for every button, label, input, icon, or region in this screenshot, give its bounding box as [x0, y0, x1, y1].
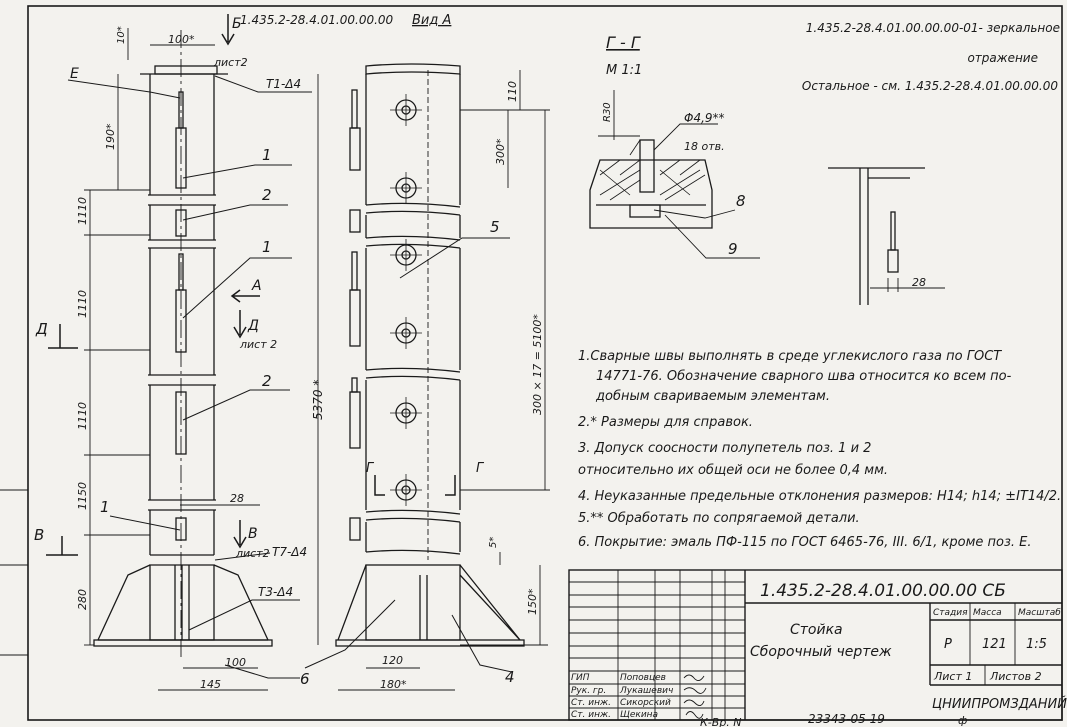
dim-180: 180* — [380, 678, 407, 691]
note-line: 5.** Обработать по сопрягаемой детали. — [578, 511, 860, 526]
section-scale: М 1:1 — [606, 63, 642, 78]
rest-reference: Остальное - см. 1.435.2-28.4.01.00.00.00 — [802, 79, 1058, 93]
label-b-left: В — [34, 526, 44, 544]
pos-9: 9 — [728, 240, 738, 258]
tb-sheet: Лист 1 — [933, 670, 972, 683]
tb-designation: 1.435.2-28.4.01.00.00.00 СБ — [760, 581, 1006, 601]
tb-role: Ст. инж. — [571, 710, 611, 720]
label-e: Е — [70, 66, 79, 82]
doc-ref-top: 1.435.2-28.4.01.00.00.00 — [240, 13, 394, 27]
side-elevation — [46, 14, 312, 691]
signature-marks — [683, 674, 707, 719]
weld-t1: Т1-Δ4 — [266, 77, 301, 91]
section-title: Г - Г — [606, 33, 641, 52]
note-line: 1.Сварные швы выполнять в среде углекисл… — [578, 349, 1002, 364]
label-g-right: Г — [476, 461, 485, 476]
footer-page: ф — [958, 714, 967, 727]
dim-chain: 300 × 17 = 5100* — [531, 314, 544, 415]
tb-org: ЦНИИПРОМЗДАНИЙ — [932, 696, 1067, 712]
title-block-grid — [568, 569, 1063, 721]
weld-t3: Т3-Δ4 — [258, 585, 293, 599]
note-line: 4. Неуказанные предельные отклонения раз… — [578, 489, 1061, 504]
pos-8: 8 — [736, 192, 746, 210]
dim-1110-a: 1110 — [76, 197, 89, 225]
dim-hole: Φ4,9** — [684, 111, 725, 125]
sheet2-top: лист2 — [213, 56, 248, 69]
dim-150: 150* — [526, 588, 539, 615]
dim-120: 120 — [382, 654, 403, 667]
dim-190: 190* — [104, 123, 117, 150]
dim-10: 10* — [116, 26, 127, 44]
pos-5: 5 — [490, 218, 500, 236]
hinge-detail — [828, 167, 945, 305]
tb-scale-h: Масштаб — [1018, 608, 1061, 618]
dim-280: 280 — [76, 589, 89, 610]
mirror-reference-line1: 1.435.2-28.4.01.00.00.00-01- зеркальное — [806, 21, 1060, 35]
tb-mass: 121 — [982, 637, 1007, 652]
pos-4: 4 — [505, 668, 515, 686]
pos-6: 6 — [300, 670, 310, 688]
tb-person: Поповцев — [620, 673, 666, 683]
tb-name-1: Стойка — [790, 622, 843, 638]
dim-28-side: 28 — [230, 492, 244, 505]
tb-scale: 1:5 — [1026, 637, 1047, 652]
dim-1110-b: 1110 — [76, 290, 89, 318]
drawing-frame — [27, 5, 1063, 721]
pos-2b: 2 — [262, 372, 272, 390]
dim-1110-c: 1110 — [76, 402, 89, 430]
tb-stage: Р — [944, 637, 952, 652]
pos-2a: 2 — [262, 186, 272, 204]
tb-stage-h: Стадия — [933, 608, 968, 618]
dim-5370: 5370 * — [311, 380, 325, 420]
label-d: Д — [247, 318, 259, 334]
tb-role: Рук. гр. — [571, 686, 606, 696]
dim-300: 300* — [494, 138, 507, 165]
sheet2-b: лист2 — [235, 547, 270, 560]
tb-person: Лукашевич — [619, 686, 673, 696]
dim-145: 145 — [200, 678, 221, 691]
footer-stamp: К-Вр. N — [700, 716, 742, 727]
hole-count: 18 отв. — [684, 140, 725, 153]
tb-person: Сикорский — [620, 698, 671, 708]
tb-person: Щекина — [620, 710, 658, 720]
note-line: 2.* Размеры для справок. — [578, 415, 753, 430]
dim-5: 5* — [488, 537, 499, 548]
dim-1150: 1150 — [76, 482, 89, 510]
label-b-top: Б — [232, 16, 242, 32]
notes-block: 1.Сварные швы выполнять в среде углекисл… — [578, 349, 1061, 550]
note-line: 3. Допуск соосности полупетель поз. 1 и … — [578, 441, 871, 456]
tb-role: ГИП — [571, 673, 590, 683]
front-view — [304, 63, 550, 691]
weld-t7: Т7-Δ4 — [272, 545, 307, 559]
label-b: В — [248, 526, 258, 542]
note-line: относительно их общей оси не более 0,4 м… — [578, 463, 888, 478]
note-line: 6. Покрытие: эмаль ПФ-115 по ГОСТ 6465-7… — [578, 535, 1032, 550]
label-d-left: Д — [35, 320, 48, 338]
dim-100-bottom: 100 — [225, 656, 246, 669]
dim-100-top: 100* — [168, 33, 195, 46]
footer-number: 23343-05 19 — [808, 712, 885, 726]
label-a: А — [251, 278, 262, 294]
tb-sheets: Листов 2 — [989, 670, 1042, 683]
pos-1c: 1 — [100, 498, 110, 516]
pos-1b: 1 — [262, 238, 272, 256]
tb-mass-h: Масса — [973, 608, 1002, 618]
note-line: добным свариваемым элементам. — [595, 389, 830, 404]
dim-r30: R30 — [602, 102, 613, 122]
dim-28-detail: 28 — [912, 276, 926, 289]
tb-name-2: Сборочный чертеж — [750, 644, 892, 660]
tb-role: Ст. инж. — [571, 698, 611, 708]
pos-1a: 1 — [262, 146, 272, 164]
view-a-title: Вид А — [412, 13, 451, 28]
label-g-left: Г — [366, 461, 375, 476]
mirror-reference-line2: отражение — [967, 51, 1038, 65]
dim-110: 110 — [506, 81, 519, 102]
note-line: 14771-76. Обозначение сварного шва относ… — [596, 369, 1012, 384]
sheet2-d: лист 2 — [239, 338, 277, 351]
section-g-g — [589, 90, 760, 259]
